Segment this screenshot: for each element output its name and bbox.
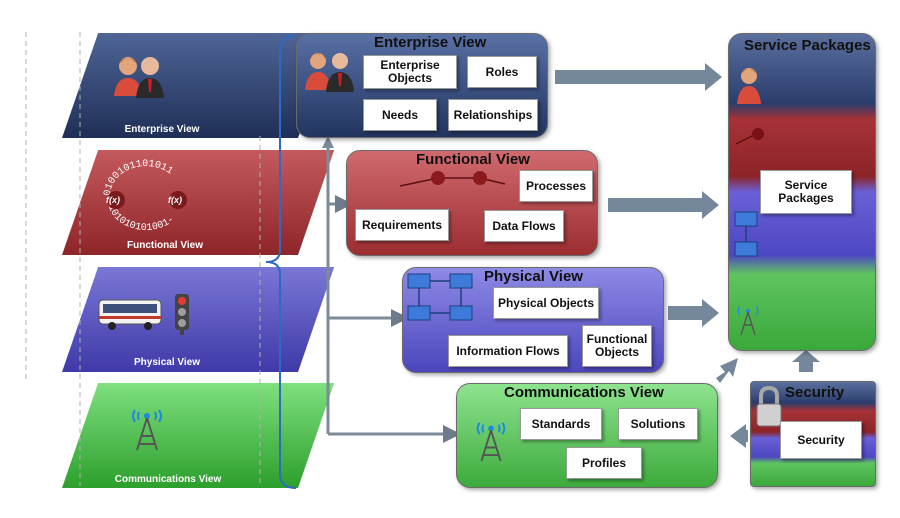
- lock-icon: [756, 385, 782, 433]
- comm-radio-tower-icon: [472, 412, 510, 469]
- service-packages-box: Service Packages: [760, 170, 852, 214]
- communications-view-title: Communications View: [504, 384, 664, 401]
- people-icon: [110, 52, 170, 105]
- profiles-box: Profiles: [566, 447, 642, 479]
- radio-tower-icon: [127, 400, 167, 457]
- functional-nodes: [399, 171, 506, 187]
- standards-box: Standards: [520, 408, 602, 440]
- service-radio-tower-icon: [734, 298, 762, 343]
- roles-box: Roles: [467, 56, 537, 88]
- data-flows-box: Data Flows: [484, 210, 564, 242]
- security-title: Security: [785, 384, 845, 401]
- physical-layer-label: Physical View: [134, 357, 200, 368]
- communications-layer-label: Communications View: [114, 474, 222, 485]
- functional-view-title: Functional View: [416, 151, 530, 168]
- requirements-box: Requirements: [355, 209, 449, 241]
- enterprise-view-title: Enterprise View: [374, 34, 487, 51]
- processes-box: Processes: [519, 170, 593, 202]
- functional-layer-label: Functional View: [127, 240, 203, 251]
- fx-right-text: f(x): [168, 195, 182, 205]
- up-arrow-enterprise: [322, 136, 334, 148]
- service-node-icon: [735, 128, 764, 145]
- relationships-box: Relationships: [448, 99, 538, 131]
- grouping-brace: [265, 35, 297, 489]
- feed-arrows: [326, 136, 461, 443]
- node-icon: [431, 171, 445, 185]
- service-arrows: [555, 63, 820, 448]
- binary-function-icon: 0100101101011 -101010101001- f(x) f(x): [98, 156, 194, 241]
- physical-view-title: Physical View: [484, 268, 583, 285]
- service-blocks-icon: [734, 211, 758, 257]
- security-box: Security: [780, 421, 862, 459]
- fx-left-text: f(x): [106, 195, 120, 205]
- physical-objects-box: Physical Objects: [493, 287, 599, 319]
- enterprise-people-icon: [302, 48, 360, 97]
- dashed-guides: [25, 32, 261, 486]
- service-packages-title: Service Packages: [744, 37, 871, 54]
- solutions-box: Solutions: [618, 408, 698, 440]
- physical-blocks: [407, 273, 473, 321]
- bus-icon: [98, 296, 164, 337]
- traffic-light-icon: [174, 293, 190, 340]
- information-flows-box: Information Flows: [448, 335, 568, 367]
- node-icon: [473, 171, 487, 185]
- service-person-icon: [736, 66, 762, 111]
- needs-box: Needs: [363, 99, 437, 131]
- enterprise-layer-label: Enterprise View: [124, 124, 200, 135]
- enterprise-objects-box: Enterprise Objects: [363, 55, 457, 89]
- functional-objects-box: Functional Objects: [582, 325, 652, 367]
